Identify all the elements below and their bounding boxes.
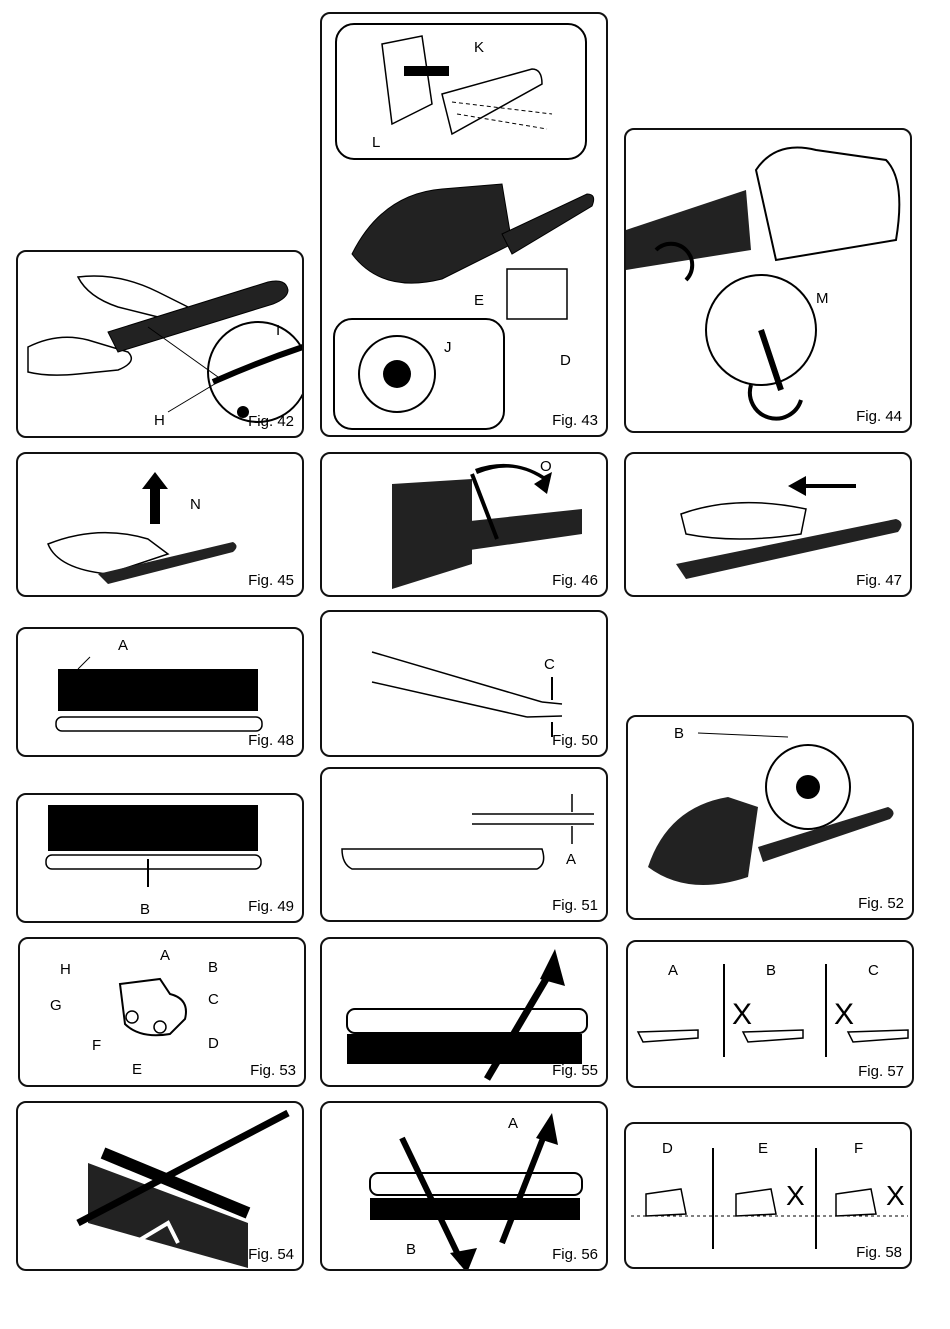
label-B: B	[140, 901, 150, 918]
label-H: H	[60, 961, 71, 978]
figure-56-panel: A B Fig. 56	[320, 1101, 608, 1271]
label-E: E	[132, 1061, 142, 1078]
label-B: B	[406, 1241, 416, 1258]
label-A: A	[118, 637, 128, 654]
figure-caption: Fig. 57	[858, 1063, 904, 1080]
label-A: A	[668, 962, 678, 979]
label-D: D	[560, 352, 571, 369]
label-M: M	[816, 290, 829, 307]
figure-43-panel: K L E D J Fig. 43	[320, 12, 608, 437]
figure-caption: Fig. 45	[248, 572, 294, 589]
label-E: E	[758, 1140, 768, 1157]
figure-caption: Fig. 42	[248, 413, 294, 430]
label-X-B: X	[732, 998, 752, 1032]
label-X-E: X	[786, 1180, 805, 1212]
figure-52-panel: B Fig. 52	[626, 715, 914, 920]
figure-caption: Fig. 46	[552, 572, 598, 589]
label-J: J	[444, 339, 452, 356]
label-O: O	[540, 458, 552, 475]
label-L: L	[372, 134, 380, 151]
figure-53-panel: A B C D E F G H Fig. 53	[18, 937, 306, 1087]
figure-caption: Fig. 54	[248, 1246, 294, 1263]
label-C: C	[868, 962, 879, 979]
label-B: B	[766, 962, 776, 979]
label-F: F	[92, 1037, 101, 1054]
label-D: D	[662, 1140, 673, 1157]
figure-caption: Fig. 53	[250, 1062, 296, 1079]
figure-caption: Fig. 48	[248, 732, 294, 749]
figure-46-panel: O Fig. 46	[320, 452, 608, 597]
figure-caption: Fig. 44	[856, 408, 902, 425]
figure-45-panel: N Fig. 45	[16, 452, 304, 597]
label-A: A	[566, 851, 576, 868]
figure-caption: Fig. 51	[552, 897, 598, 914]
figure-48-panel: A Fig. 48	[16, 627, 304, 757]
label-X-C: X	[834, 998, 854, 1032]
figure-44-panel: M Fig. 44	[624, 128, 912, 433]
label-A: A	[160, 947, 170, 964]
figure-caption: Fig. 58	[856, 1244, 902, 1261]
figure-58-panel: D E F X X Fig. 58	[624, 1122, 912, 1269]
label-E: E	[474, 292, 484, 309]
label-A: A	[508, 1115, 518, 1132]
label-C: C	[208, 991, 219, 1008]
label-H: H	[154, 412, 165, 429]
chain-tension-adjust-illustration	[626, 130, 912, 433]
label-K: K	[474, 39, 484, 56]
label-X-F: X	[886, 1180, 905, 1212]
figure-57-panel: A B C X X Fig. 57	[626, 940, 914, 1088]
figure-55-panel: Fig. 55	[320, 937, 608, 1087]
figure-47-panel: Fig. 47	[624, 452, 912, 597]
label-B: B	[208, 959, 218, 976]
label-F: F	[854, 1140, 863, 1157]
figure-caption: Fig. 55	[552, 1062, 598, 1079]
sprocket-chainsaw-illustration	[628, 717, 914, 920]
figure-49-panel: B Fig. 49	[16, 793, 304, 923]
figure-caption: Fig. 56	[552, 1246, 598, 1263]
figure-50-panel: C Fig. 50	[320, 610, 608, 757]
label-N: N	[190, 496, 201, 513]
figure-51-panel: A Fig. 51	[320, 767, 608, 922]
chain-tension-check-illustration	[18, 252, 304, 438]
figure-42-panel: H I Fig. 42	[16, 250, 304, 438]
figure-caption: Fig. 50	[552, 732, 598, 749]
label-D: D	[208, 1035, 219, 1052]
label-I: I	[276, 322, 280, 339]
figure-caption: Fig. 47	[856, 572, 902, 589]
figure-caption: Fig. 52	[858, 895, 904, 912]
label-G: G	[50, 997, 62, 1014]
label-C: C	[544, 656, 555, 673]
bar-and-chain-assembly-illustration	[322, 14, 608, 437]
figure-caption: Fig. 49	[248, 898, 294, 915]
figure-54-panel: Fig. 54	[16, 1101, 304, 1271]
label-B: B	[674, 725, 684, 742]
figure-caption: Fig. 43	[552, 412, 598, 429]
